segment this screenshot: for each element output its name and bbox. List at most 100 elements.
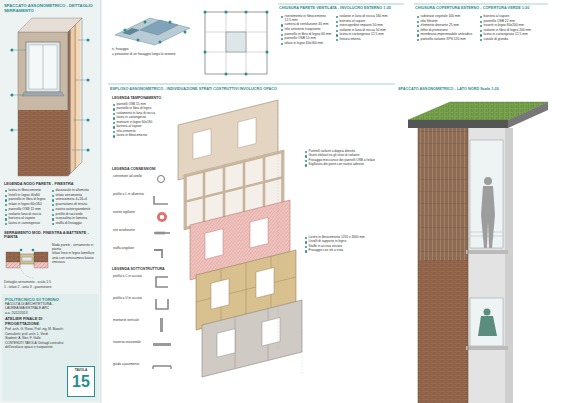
key-plan [245,11,248,14]
substructure-icon [153,277,171,369]
legend-item: telo antivento [113,130,171,134]
layer-item: pannello OSB 22 mm [480,20,544,24]
key-plan [205,12,267,74]
layer-note: Sigillatura dei giunti con nastro adesiv… [305,163,395,167]
legend-item: nastro sigillante [113,211,151,215]
title-block-text: CONTENUTI TAVOLA: Dettagli costruttivi d… [5,342,66,349]
layer-note: Lastre in fibrocemento 1250 x 3000 mm [305,236,395,240]
legend-item: barriera al vapore [113,125,171,129]
left-panel-ground [101,0,102,403]
legend-item: staffa angolare [113,247,151,251]
layer-note: Giunti sfalsati tra gli strati di isolan… [305,154,395,158]
window-plan-detail [6,262,20,268]
key-axonometry [169,21,172,24]
left-panel-ground [0,0,101,403]
title-block-text: Prof. arch. G. Rossi, Prof. ing. M. Bian… [5,328,66,332]
key-note: n. fissaggio [112,48,200,52]
building-section [470,298,503,346]
layer-note: Pannelli isolanti a doppia densità [305,150,395,154]
wall-section-axonometry [10,48,13,51]
legend-item: guarnizione di tenuta [52,203,99,207]
key-axonometry [124,29,127,32]
layer-item: substrato vegetale 100 mm [417,15,477,19]
window-plan-detail [20,264,34,278]
title-block-text: POLITECNICO DI TORINO [5,297,66,302]
building-section [508,102,548,128]
layer-guide-lines [278,100,302,375]
wall-section-axonometry [10,18,89,176]
wall-section-axonometry [18,110,68,176]
building-section [505,128,513,403]
key-axonometry [122,28,140,35]
exploded-layer [262,318,280,347]
title-block-text: a.a. 2012/2013 [5,312,66,316]
legend-item: vite autoforante [113,229,151,233]
legend-item: nastro autoespandente [52,208,99,212]
layer-item: isolante in lana di roccia 50 mm [336,29,394,33]
layer-item: telo antivento traspirante [281,28,333,32]
legend-item: montanti in legno 60x160 [113,121,171,125]
wall-section-axonometry [71,26,75,174]
key-axonometry [140,20,178,35]
wall-section-axonometry [29,45,57,89]
title-block-text: Consulenti: prof. arch. L. Verdi [5,333,66,337]
exploded-layer [202,300,302,377]
sheet-number: TAVOLA [70,369,92,373]
detail-note: 1 - telaio 2 - anta 3 - guarnizione [4,286,98,290]
exploded-layer [217,329,235,358]
building-section [408,102,548,403]
wall-section-axonometry [10,128,13,131]
wall-section-axonometry [43,45,44,89]
legend-item: barriera al vapore [5,217,51,221]
title-block-text: FACOLTÀ DI ARCHITETTURA - LAUREA MAGISTR… [5,303,66,311]
legend-item: isolante lana di roccia [5,213,51,217]
substructure-icon [156,299,168,309]
section-title: SPACCATO ASSONOMETRICO - LATO NORD Scala… [398,87,548,91]
layer-item: lastra in cartongesso 12,5 mm [480,33,544,37]
legend-item: scossalina in lamiera [52,217,99,221]
layer-item: telo filtrante [417,20,477,24]
window-plan-detail [32,249,35,252]
wall-section-axonometry [26,42,60,92]
key-plan [245,73,248,76]
header-rules [414,4,548,5]
layer-note: Staffe in acciaio zincato [305,245,395,249]
building-section [484,309,491,316]
legend-item: lastra in fibrocemento [113,134,171,138]
building-section [418,128,468,403]
layer-item: pannello in fibra di legno 60 mm [281,33,333,37]
legend-item: staffa di fissaggio [52,222,99,226]
layer-item: membrana impermeabile antiradice [417,33,477,37]
building-section [408,120,508,128]
substructure-icon [160,318,163,332]
key-plan [204,11,269,76]
detail-note: Dettaglio serramento - scala 1:5 [4,281,98,285]
key-axonometry [115,18,190,45]
building-section [470,140,503,248]
connection-icon [156,231,164,235]
detail-note: anta con vetrocamera basso emissiva [52,257,98,265]
key-plan [204,11,207,14]
connection-icon [157,212,167,222]
building-section [466,250,508,254]
window-plan-detail [34,252,48,262]
section-title: ESPLOSO ASSONOMETRICO - INDIVIDUAZIONE S… [110,87,320,91]
legend-item: isolamento in lana di roccia [113,112,171,116]
header-rules [278,4,404,5]
wall-section-axonometry [86,148,89,151]
layer-note: Listelli di supporto in legno [305,240,395,244]
detail-note: telaio fisso in legno lamellare [52,252,98,256]
connection-icon [154,196,168,204]
layer-item: travetti in legno 80x200 mm [480,24,544,28]
building-section [478,316,497,336]
exploded-layer [205,229,223,260]
key-plan [225,11,228,14]
legend-item: profilo di raccordo [52,213,99,217]
layer-item: camera di ventilazione 40 mm [281,23,333,27]
layer-item: barriera al vapore [336,20,394,24]
key-plan [226,32,246,52]
wall-section-axonometry [68,29,71,176]
key-note: = posizione di un fissaggio lungo la sez… [112,53,200,57]
window-plan-detail [34,262,48,268]
legend-item: pannello OSB 15 mm [5,208,51,212]
